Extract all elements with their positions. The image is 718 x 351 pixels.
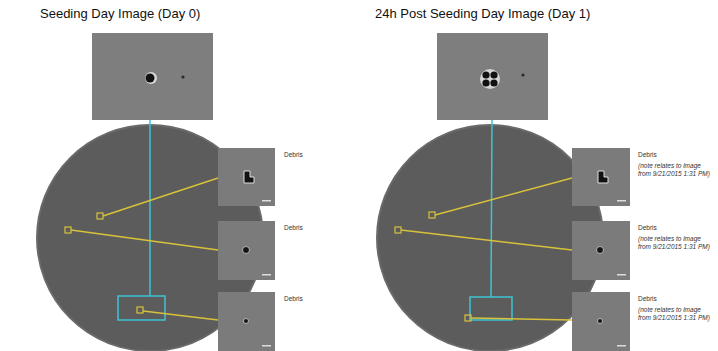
- thumbnail: [572, 221, 630, 280]
- thumbnail: [218, 292, 275, 351]
- zoom-thumbnail: Debris: [218, 148, 354, 206]
- zoom-line: [491, 120, 492, 297]
- annotation-label: Debris: [638, 295, 712, 303]
- annotation-label: Debris: [638, 224, 712, 232]
- zoom-thumbnail: Debris (note relates to image from 9/21/2…: [572, 148, 716, 206]
- leader-line: [71, 230, 218, 250]
- marker-square: [65, 227, 71, 233]
- cell: [490, 79, 497, 86]
- panel-title: 24h Post Seeding Day Image (Day 1): [375, 6, 590, 21]
- cell: [146, 74, 155, 83]
- leader-line: [471, 318, 572, 320]
- zoom-thumbnail: Debris (note relates to image from 9/21/2…: [572, 221, 716, 280]
- cell: [490, 71, 497, 78]
- thumbnail-caption: Debris (note relates to image from 9/21/2…: [638, 295, 712, 322]
- annotation-label: Debris: [284, 151, 358, 159]
- scale-bar: [617, 200, 626, 202]
- zoom-thumbnail: Debris: [218, 292, 354, 351]
- thumbnail-caption: Debris: [284, 295, 358, 303]
- cell: [181, 75, 184, 78]
- note-text: (note relates to image from 9/21/2015 1:…: [638, 306, 712, 322]
- well-image: [377, 125, 603, 351]
- zoom-region: [118, 296, 165, 320]
- thumbnail: [572, 292, 630, 351]
- zoom-line: [149, 120, 151, 296]
- image-panel: Seeding Day Image (Day 0)DebrisDebrisDeb…: [0, 0, 359, 351]
- note-text: (note relates to image from 9/21/2015 1:…: [638, 235, 712, 251]
- leader-line: [435, 178, 572, 215]
- field-image: [92, 33, 213, 120]
- thumbnail-caption: Debris (note relates to image from 9/21/2…: [638, 151, 712, 178]
- thumbnail: [572, 148, 630, 206]
- field-image: [437, 33, 548, 120]
- cell: [521, 73, 524, 76]
- zoom-region: [470, 297, 512, 320]
- note-text: (note relates to image from 9/21/2015 1:…: [638, 162, 712, 178]
- thumbnail-caption: Debris (note relates to image from 9/21/2…: [638, 224, 712, 251]
- thumbnail: [218, 148, 275, 206]
- leader-line: [103, 178, 218, 216]
- leader-line: [401, 230, 572, 250]
- debris: [597, 247, 604, 254]
- annotation-label: Debris: [284, 224, 358, 232]
- zoom-thumbnail: Debris (note relates to image from 9/21/2…: [572, 292, 716, 351]
- cell-halo: [480, 69, 500, 89]
- annotation-label: Debris: [284, 295, 358, 303]
- annotation-label: Debris: [638, 151, 712, 159]
- scale-bar: [262, 345, 271, 347]
- panel-title: Seeding Day Image (Day 0): [40, 6, 200, 21]
- scale-bar: [262, 200, 271, 202]
- debris: [243, 247, 250, 254]
- marker-square: [429, 212, 435, 218]
- cell-halo: [145, 72, 157, 84]
- marker-square: [137, 307, 143, 313]
- image-panel: 24h Post Seeding Day Image (Day 1) Debris…: [359, 0, 718, 351]
- zoom-thumbnail: Debris: [218, 221, 354, 280]
- scale-bar: [617, 345, 626, 347]
- thumbnail-caption: Debris: [284, 224, 358, 232]
- debris: [598, 171, 608, 183]
- debris: [244, 319, 249, 324]
- scale-bar: [617, 274, 626, 276]
- cell: [482, 71, 489, 78]
- cell: [482, 79, 489, 86]
- thumbnail: [218, 221, 275, 280]
- scale-bar: [262, 274, 271, 276]
- debris: [244, 171, 254, 183]
- debris: [598, 319, 603, 324]
- marker-square: [465, 315, 471, 321]
- thumbnail-caption: Debris: [284, 151, 358, 159]
- leader-line: [143, 311, 218, 320]
- marker-square: [395, 227, 401, 233]
- marker-square: [97, 213, 103, 219]
